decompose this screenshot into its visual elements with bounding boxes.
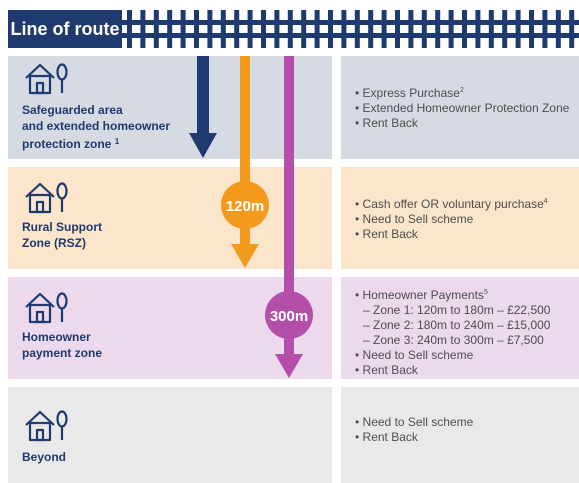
rsz-zone-name: Rural Support Zone (RSZ) [22, 220, 102, 250]
homeowner-zone-name: Homeowner payment zone [22, 330, 103, 360]
list-item: Express Purchase2 [355, 83, 579, 101]
safeguarded-benefits-panel: Express Purchase2 Extended Homeowner Pro… [341, 56, 579, 159]
beyond-zone-panel: Beyond [8, 387, 332, 483]
beyond-benefits-list: Need to Sell scheme Rent Back [355, 415, 579, 445]
list-item: Need to Sell scheme [355, 348, 579, 363]
safeguarded-zone-panel: Safeguarded area and extended homeowner … [8, 56, 332, 159]
homeowner-benefits-panel: Homeowner Payments5 – Zone 1: 120m to 18… [341, 277, 579, 379]
list-item: Extended Homeowner Protection Zone [355, 101, 579, 116]
list-item: – Zone 1: 120m to 180m – £22,500 [363, 303, 551, 317]
navy-arrow-down-icon [189, 56, 217, 158]
list-item: Rent Back [355, 363, 579, 378]
rsz-benefits-list: Cash offer OR voluntary purchase4 Need t… [355, 194, 579, 242]
distance-label-120m: 120m [226, 198, 264, 215]
list-item: – Zone 3: 240m to 300m – £7,500 [363, 333, 544, 347]
house-tree-icon [25, 410, 68, 442]
orange-arrow-down-icon: 120m [221, 56, 269, 268]
list-item: Homeowner Payments5 [355, 285, 579, 303]
list-item: Cash offer OR voluntary purchase4 [355, 194, 579, 212]
list-item: Need to Sell scheme [355, 212, 579, 227]
magenta-arrow-down-icon: 300m [265, 56, 313, 378]
list-item: Rent Back [355, 430, 579, 445]
list-item: Rent Back [355, 116, 579, 131]
house-tree-icon [25, 292, 68, 324]
safeguarded-benefits-list: Express Purchase2 Extended Homeowner Pro… [355, 83, 579, 131]
rsz-benefits-panel: Cash offer OR voluntary purchase4 Need t… [341, 167, 579, 269]
rsz-zone-panel: Rural Support Zone (RSZ) [8, 167, 332, 269]
house-tree-icon [25, 182, 68, 214]
beyond-benefits-panel: Need to Sell scheme Rent Back [341, 387, 579, 483]
list-item: Rent Back [355, 227, 579, 242]
house-tree-icon [25, 63, 68, 95]
line-of-route-title: Line of route [8, 10, 122, 48]
title-text: Line of route [10, 18, 120, 39]
list-item: – Zone 2: 180m to 240m – £15,000 [363, 318, 551, 332]
list-item: Need to Sell scheme [355, 415, 579, 430]
safeguarded-zone-name: Safeguarded area and extended homeowner … [22, 103, 171, 151]
beyond-zone-name: Beyond [22, 450, 67, 464]
distance-label-300m: 300m [270, 308, 308, 325]
homeowner-benefits-list: Homeowner Payments5 – Zone 1: 120m to 18… [355, 285, 579, 378]
rail-track-icon [122, 10, 579, 48]
